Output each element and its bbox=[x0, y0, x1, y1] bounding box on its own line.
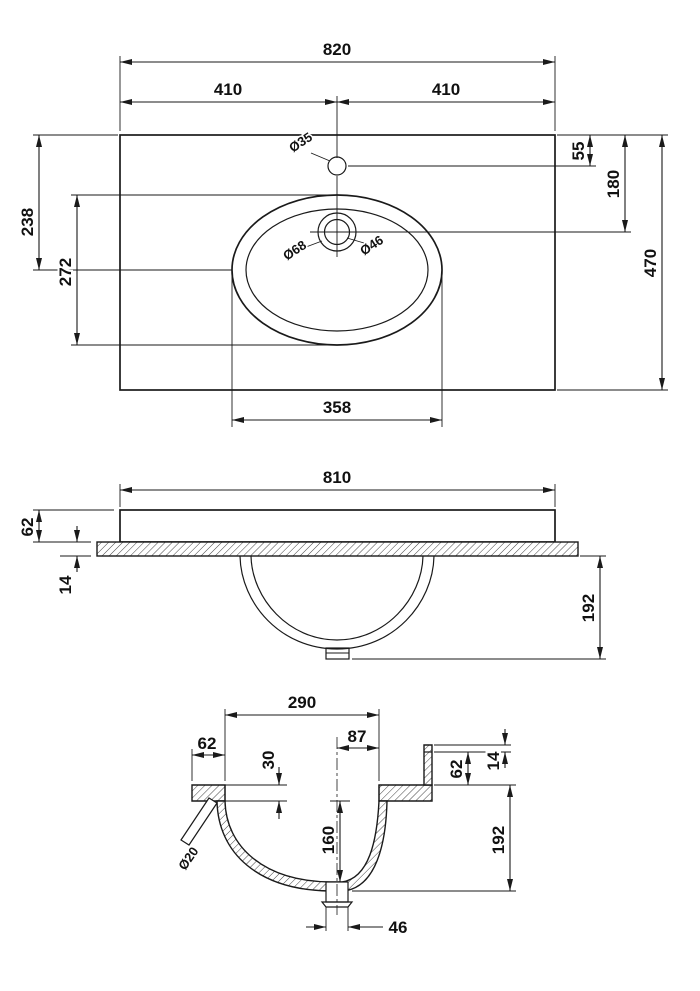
dim-overall-depth: 470 bbox=[639, 135, 665, 390]
dim-overall-width: 820 bbox=[120, 38, 555, 65]
dim-overflow-ring-dia-label: Ø68 bbox=[280, 237, 309, 263]
apron-strip bbox=[96, 541, 579, 557]
dim-apron-thickness-label: 14 bbox=[56, 575, 75, 594]
dim-waste-dia-label: Ø46 bbox=[357, 232, 386, 258]
bowl-wall-cut bbox=[216, 800, 388, 892]
dim-bowl-depth: 272 bbox=[54, 195, 80, 345]
dim-drain-to-back: 180 bbox=[602, 135, 628, 232]
section-outline bbox=[180, 737, 433, 915]
dim-overall-depth-label: 470 bbox=[641, 249, 660, 277]
dim-front-ledge: 62 bbox=[192, 732, 225, 758]
rear-upstand-cut bbox=[423, 744, 433, 786]
dim-upstand-cap-label: 14 bbox=[484, 751, 503, 770]
dim-center-to-back-label: 87 bbox=[348, 727, 367, 746]
front-view: 810 62 14 192 bbox=[16, 466, 606, 660]
dim-overflow-dia: Ø20 bbox=[174, 843, 203, 875]
dim-center-left-label: 410 bbox=[214, 80, 242, 99]
dim-overall-projection-label: 192 bbox=[489, 826, 508, 854]
dim-front-width-label: 810 bbox=[323, 468, 351, 487]
bowl-inner-profile bbox=[250, 555, 424, 641]
dim-bowl-width: 358 bbox=[232, 396, 442, 423]
dim-tap-to-back-label: 55 bbox=[569, 142, 588, 161]
dim-center-to-back: 87 bbox=[337, 725, 379, 751]
dim-front-width: 810 bbox=[120, 466, 555, 493]
dim-back-to-bowl-center: 238 bbox=[16, 135, 42, 270]
dim-worktop-thickness-label: 62 bbox=[18, 518, 37, 537]
dim-upstand-cap: 14 bbox=[482, 729, 508, 772]
dim-overall-projection: 192 bbox=[487, 785, 513, 891]
front-view-dimensions: 810 62 14 192 bbox=[16, 466, 606, 660]
dim-overflow-dia-label: Ø20 bbox=[175, 844, 201, 873]
dim-bowl-width-label: 358 bbox=[323, 398, 351, 417]
dim-bowl-projection: 192 bbox=[577, 556, 603, 659]
rear-flat-cut bbox=[378, 784, 433, 802]
overflow-channel bbox=[180, 797, 218, 846]
dim-upstand-height: 62 bbox=[445, 752, 471, 785]
dim-rim-drop-label: 30 bbox=[259, 751, 278, 770]
section-view: 290 62 87 30 62 bbox=[174, 691, 516, 939]
dim-center-right: 410 bbox=[337, 78, 555, 105]
dim-center-right-label: 410 bbox=[432, 80, 460, 99]
dim-waste-dia: Ø46 bbox=[346, 231, 387, 260]
dim-waste-outlet: 46 bbox=[306, 916, 409, 939]
dim-front-ledge-label: 62 bbox=[198, 734, 217, 753]
dim-inner-depth-label: 160 bbox=[319, 826, 338, 854]
dim-bowl-depth-label: 272 bbox=[56, 258, 75, 286]
worktop-plan-outline bbox=[119, 134, 556, 391]
waste-stub bbox=[325, 647, 350, 660]
top-view-dimensions: 820 410 410 Ø35 55 bbox=[16, 38, 668, 427]
dim-upstand-height-label: 62 bbox=[447, 760, 466, 779]
dim-inner-depth: 160 bbox=[317, 801, 343, 882]
worktop-front-outline bbox=[119, 509, 556, 543]
dim-bowl-opening: 290 bbox=[225, 691, 379, 718]
dim-waste-outlet-label: 46 bbox=[389, 918, 408, 937]
dim-bowl-opening-label: 290 bbox=[288, 693, 316, 712]
dim-tap-hole-dia: Ø35 bbox=[285, 128, 331, 162]
top-view: 820 410 410 Ø35 55 bbox=[16, 38, 668, 427]
dim-overflow-ring-dia: Ø68 bbox=[279, 236, 323, 265]
dim-tap-hole-dia-label: Ø35 bbox=[286, 129, 315, 155]
dim-drain-to-back-label: 180 bbox=[604, 170, 623, 198]
tap-hole bbox=[327, 156, 347, 176]
dim-apron-thickness: 14 bbox=[54, 526, 80, 596]
dim-rim-drop: 30 bbox=[257, 749, 282, 819]
dim-center-left: 410 bbox=[120, 78, 337, 105]
front-view-outline bbox=[96, 509, 579, 660]
dim-bowl-projection-label: 192 bbox=[579, 594, 598, 622]
dim-overall-width-label: 820 bbox=[323, 40, 351, 59]
dim-tap-to-back: 55 bbox=[567, 135, 593, 166]
bowl-outer-profile bbox=[239, 555, 435, 650]
top-view-outline bbox=[119, 134, 556, 391]
section-dimensions: 290 62 87 30 62 bbox=[174, 691, 516, 939]
dim-worktop-thickness: 62 bbox=[16, 510, 42, 542]
dim-back-to-bowl-center-label: 238 bbox=[18, 208, 37, 236]
